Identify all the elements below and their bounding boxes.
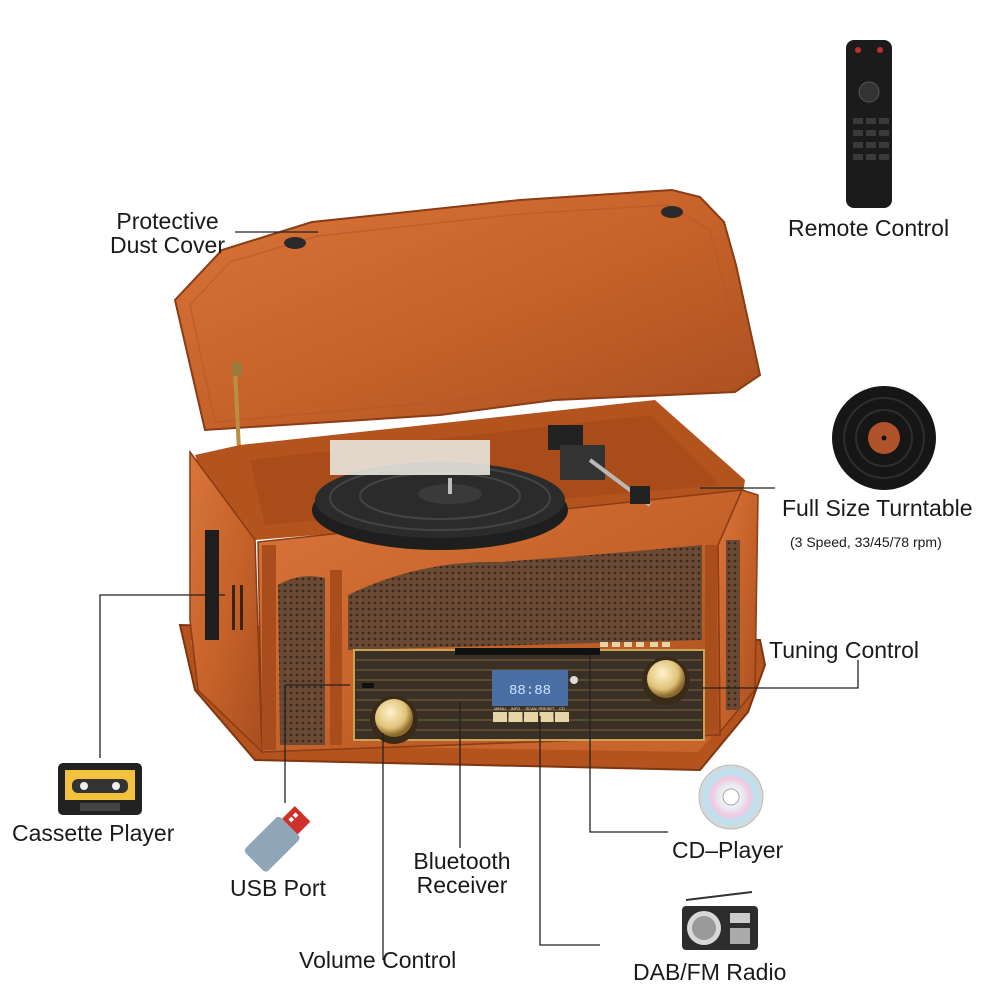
front-button-scan[interactable]: SCAN: [524, 706, 538, 722]
dust-cover: [173, 188, 762, 471]
cd-slot: [455, 648, 600, 655]
label-dust-cover-line1: Protective: [116, 208, 219, 234]
front-button-label: INFO: [511, 706, 521, 711]
label-bluetooth-line2: Receiver: [416, 872, 508, 898]
tuning-knob[interactable]: [642, 657, 690, 705]
front-button-menu[interactable]: MENU: [493, 706, 507, 722]
label-dab-fm-radio: DAB/FM Radio: [633, 959, 787, 985]
label-bluetooth: Bluetooth Receiver: [400, 849, 524, 897]
main-speaker-grille: [348, 545, 702, 650]
callout-lines: [99, 231, 859, 960]
left-speaker-grille: [278, 576, 325, 745]
front-button-label: SCAN: [525, 706, 536, 711]
front-button-info[interactable]: INFO: [508, 706, 523, 722]
label-volume-control: Volume Control: [299, 947, 457, 973]
label-cd-player: CD–Player: [672, 837, 784, 863]
cassette-icon: [58, 763, 142, 815]
lcd-display: [492, 670, 568, 706]
lcd-text: 88:88: [509, 683, 551, 699]
turntable-platter: [312, 440, 568, 550]
radio-icon: [682, 891, 758, 950]
volume-knob[interactable]: [370, 696, 418, 744]
label-turntable: Full Size Turntable: [782, 495, 973, 521]
label-cassette-player: Cassette Player: [12, 820, 175, 846]
label-turntable-note: (3 Speed, 33/45/78 rpm): [790, 534, 942, 550]
label-dust-cover: Protective Dust Cover: [100, 209, 235, 257]
front-button-label: CD: [559, 706, 565, 711]
label-tuning-control: Tuning Control: [769, 637, 920, 663]
tonearm: [548, 425, 652, 507]
front-button-label: PRESET: [538, 706, 555, 711]
label-dust-cover-line2: Dust Cover: [109, 232, 226, 258]
usb-stick-icon: [244, 806, 311, 872]
remote-control-icon: [846, 40, 892, 208]
vinyl-record-icon: [832, 386, 936, 490]
cd-disc-icon: [698, 764, 764, 830]
front-button-preset[interactable]: PRESET: [538, 706, 555, 722]
label-bluetooth-line1: Bluetooth: [413, 848, 511, 874]
front-button-cd[interactable]: CD: [555, 706, 569, 722]
usb-socket: [362, 683, 374, 688]
front-button-label: MENU: [494, 706, 506, 711]
label-remote-control: Remote Control: [788, 215, 950, 241]
label-usb-port: USB Port: [230, 875, 326, 901]
